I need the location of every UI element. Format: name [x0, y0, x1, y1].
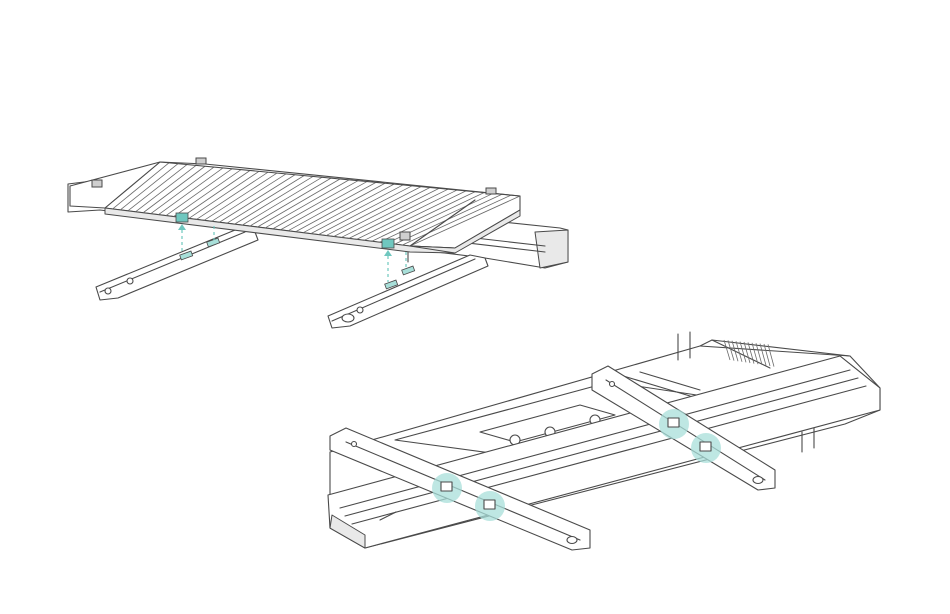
top-assembly-figure: [68, 158, 568, 328]
top-finned-plate: [70, 158, 520, 253]
top-right-arm-tab-2: [402, 266, 415, 275]
bottom-assembly-figure: [328, 332, 880, 550]
top-cross-arm-left: [96, 228, 258, 300]
top-clip-right: [382, 239, 394, 282]
top-cross-arm-right: [328, 246, 488, 328]
top-clip-left: [176, 213, 188, 252]
